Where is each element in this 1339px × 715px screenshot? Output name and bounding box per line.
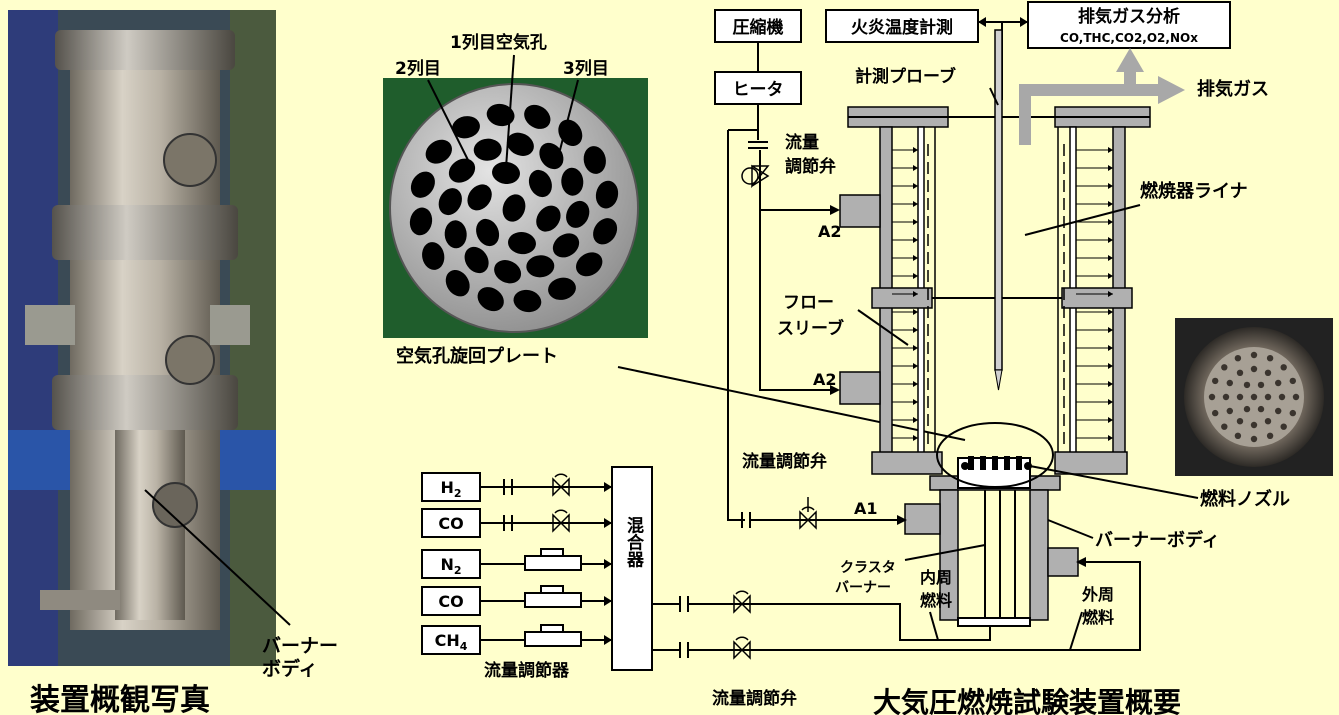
a2-upper-label: A2 [818, 222, 842, 241]
plate-row3-label: 3列目 [563, 58, 609, 79]
flow-valve-mid-label: 流量調節弁 [742, 451, 827, 472]
heater-label: ヒータ [733, 80, 784, 100]
apparatus-photo [8, 10, 290, 666]
flow-valve-top-line1: 流量 [785, 132, 819, 153]
photo-callout-line1: バーナー [262, 635, 338, 657]
photo-callout-line2: ボディ [262, 657, 318, 680]
mass-flow-controller-icon [525, 593, 581, 607]
liner-label: 燃焼器ライナ [1140, 180, 1248, 202]
overview-title: 大気圧燃焼試験装置概要 [873, 686, 1181, 715]
gas-source-label: CO [438, 514, 463, 533]
mass-flow-controller-icon [525, 556, 581, 570]
mixer-box [612, 467, 652, 670]
outer-fuel-line1: 外周 [1081, 585, 1114, 604]
exhaust-gas-label: 排気ガス [1197, 78, 1269, 100]
flow-controller-label: 流量調節器 [484, 660, 570, 681]
exhaust-species-label: CO,THC,CO2,O2,NOx [1060, 31, 1198, 45]
flame-temp-label: 火炎温度計測 [851, 17, 953, 38]
plate-caption: 空気孔旋回プレート [396, 345, 558, 367]
outer-fuel-line2: 燃料 [1082, 608, 1114, 627]
inner-fuel-line2: 燃料 [920, 591, 952, 610]
probe-label: 計測プローブ [855, 66, 956, 87]
inner-fuel-line1: 内周 [920, 568, 952, 587]
air-hole-plate-photo [383, 78, 648, 338]
flow-valve-top-line2: 調節弁 [785, 156, 836, 177]
flow-sleeve-line1: フロー [783, 293, 834, 313]
fuel-nozzle-label: 燃料ノズル [1200, 488, 1290, 510]
flow-sleeve-line2: スリーブ [777, 318, 844, 339]
burner-body-label: バーナーボディ [1095, 529, 1220, 551]
exhaust-analysis-label: 排気ガス分析 [1078, 6, 1180, 27]
photo-caption: 装置概観写真 [30, 683, 210, 715]
a1-label: A1 [854, 499, 878, 518]
mass-flow-controller-icon [525, 632, 581, 646]
gas-supply-rows: H2CON2COCH4 [422, 473, 612, 654]
burner-body-pointer-right [1048, 520, 1093, 538]
gas-source-label: CO [438, 592, 463, 611]
a2-lower-label: A2 [813, 370, 837, 389]
fuel-nozzle-photo [1175, 318, 1333, 476]
plate-row2-label: 2列目 [395, 58, 441, 79]
compressor-label: 圧縮機 [733, 17, 784, 38]
cluster-burner-line1: クラスタ [840, 560, 896, 576]
flow-valve-bottom-label: 流量調節弁 [712, 688, 797, 709]
plate-caption-pointer [618, 367, 965, 440]
cluster-burner-line2: バーナー [835, 580, 891, 596]
plate-row1-label: 1列目空気孔 [450, 32, 547, 53]
mixer-label: 混合器 [623, 516, 645, 568]
